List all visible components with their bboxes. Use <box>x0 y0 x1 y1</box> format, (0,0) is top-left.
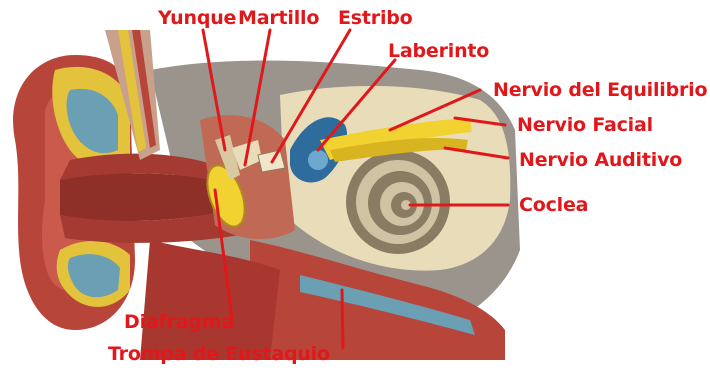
label-nervio-facial: Nervio Facial <box>517 116 653 135</box>
label-yunque: Yunque <box>158 9 236 28</box>
pointer-laberinto <box>318 60 395 150</box>
pointer-facial <box>455 118 505 125</box>
pointer-equilibrio <box>390 90 480 130</box>
label-laberinto: Laberinto <box>388 42 489 61</box>
pointer-auditivo <box>445 148 508 158</box>
label-nervio-equilibrio: Nervio del Equilibrio <box>493 81 707 100</box>
label-estribo: Estribo <box>338 9 413 28</box>
pointer-trompa <box>342 290 343 348</box>
label-nervio-auditivo: Nervio Auditivo <box>519 151 682 170</box>
pointer-diafragma <box>215 190 232 318</box>
pointer-yunque <box>203 30 225 150</box>
label-martillo: Martillo <box>238 9 319 28</box>
label-trompa: Trompa de Eustaquio <box>108 345 330 364</box>
pointer-martillo <box>245 30 270 165</box>
pointer-estribo <box>272 30 350 162</box>
label-coclea: Coclea <box>519 196 588 215</box>
label-diafragma: Diafragma <box>124 313 234 332</box>
